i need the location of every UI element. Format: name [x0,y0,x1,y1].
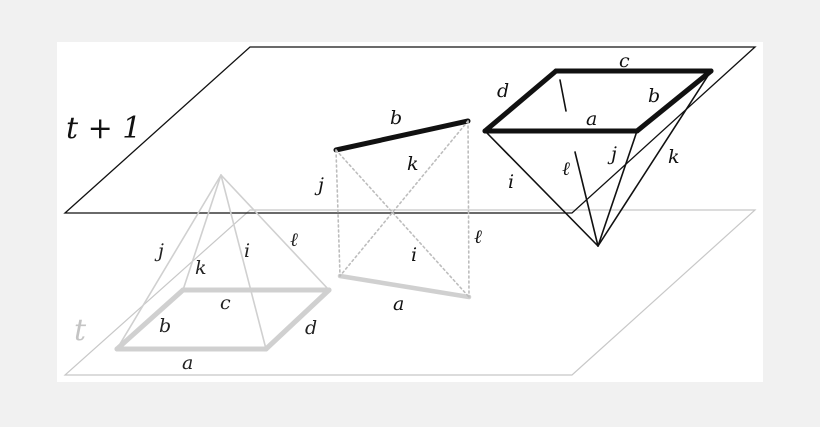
diagram-panel [57,42,763,382]
middle-label-b: b [390,107,402,129]
left-edge-j [116,174,222,350]
right-pyramid [482,68,714,247]
plane-t-plus-1 [63,46,757,214]
middle-figure [333,118,472,300]
middle-label-a: a [393,293,404,315]
left-edge-k [182,174,222,291]
right-edge-j [597,130,638,247]
plane-t [63,209,757,376]
middle-edge-i [339,120,469,277]
plane-label-t-plus-1: t + 1 [66,111,141,146]
right-label-a: a [586,108,597,130]
left-label-i: i [244,240,250,262]
left-edge-i [220,174,267,350]
right-edge-l-lower [574,151,599,247]
middle-edge-k [335,149,470,298]
left-label-d: d [305,317,317,339]
left-label-l: ℓ [290,229,298,251]
right-label-j: j [607,143,617,165]
left-label-k: k [195,257,207,279]
right-label-l: ℓ [562,158,570,180]
right-edge-b [634,68,714,134]
middle-edge-l [467,120,470,298]
right-edge-i [484,130,599,247]
right-edge-l-upper [559,79,567,112]
plane-label-t: t [74,313,87,348]
middle-label-i: i [411,244,417,266]
middle-label-l: ℓ [474,226,482,248]
right-label-i: i [508,171,514,193]
middle-label-j: j [314,174,324,196]
middle-edge-b [333,118,471,153]
left-label-c: c [220,292,231,314]
left-edge-d [263,287,332,352]
left-edge-l [220,174,330,291]
left-pyramid [114,174,332,352]
middle-edge-a [337,273,472,300]
right-label-d: d [497,80,509,102]
right-label-c: c [619,50,630,72]
right-edge-d [482,68,559,134]
left-label-a: a [182,352,193,374]
left-edge-b [114,287,186,352]
right-label-k: k [668,146,680,168]
middle-edge-j [335,149,341,277]
right-label-b: b [648,85,660,107]
right-edge-k [597,70,712,247]
middle-label-k: k [407,153,419,175]
left-label-b: b [159,315,171,337]
left-label-j: j [154,240,164,262]
